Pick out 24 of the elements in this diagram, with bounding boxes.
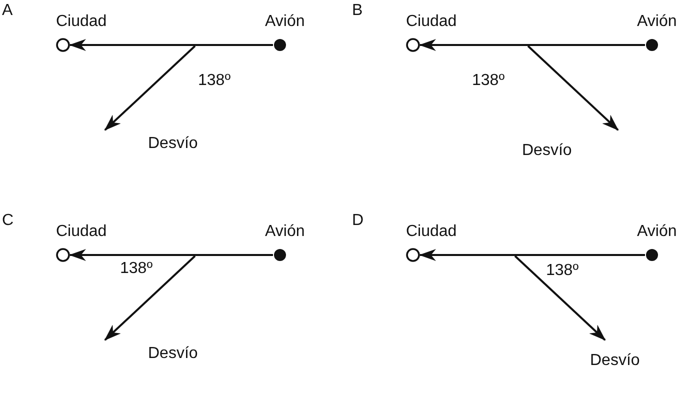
place-label: Avión bbox=[265, 13, 305, 31]
angle-label: 138º bbox=[120, 260, 153, 278]
angle-label: 138º bbox=[198, 72, 231, 90]
panel-letter: C bbox=[2, 212, 14, 230]
arrow-label: Desvío bbox=[148, 345, 198, 363]
place-label: Avión bbox=[265, 223, 305, 241]
panel-letter: B bbox=[352, 2, 363, 20]
arrow bbox=[69, 249, 273, 261]
place-label: Ciudad bbox=[406, 223, 457, 241]
angle-label: 138º bbox=[546, 262, 579, 280]
arrow-label: Desvío bbox=[522, 142, 572, 160]
arrow bbox=[419, 39, 645, 51]
place-label: Ciudad bbox=[56, 223, 107, 241]
place-label: Ciudad bbox=[406, 13, 457, 31]
arrow-label: Desvío bbox=[590, 352, 640, 370]
place-label: Ciudad bbox=[56, 13, 107, 31]
panel-letter: D bbox=[352, 212, 364, 230]
place-label: Avión bbox=[637, 223, 677, 241]
angle-label: 138º bbox=[472, 72, 505, 90]
arrow bbox=[419, 249, 645, 261]
place-label: Avión bbox=[637, 13, 677, 31]
arrow-label: Desvío bbox=[148, 135, 198, 153]
panel-letter: A bbox=[2, 2, 13, 20]
arrow bbox=[69, 39, 273, 51]
